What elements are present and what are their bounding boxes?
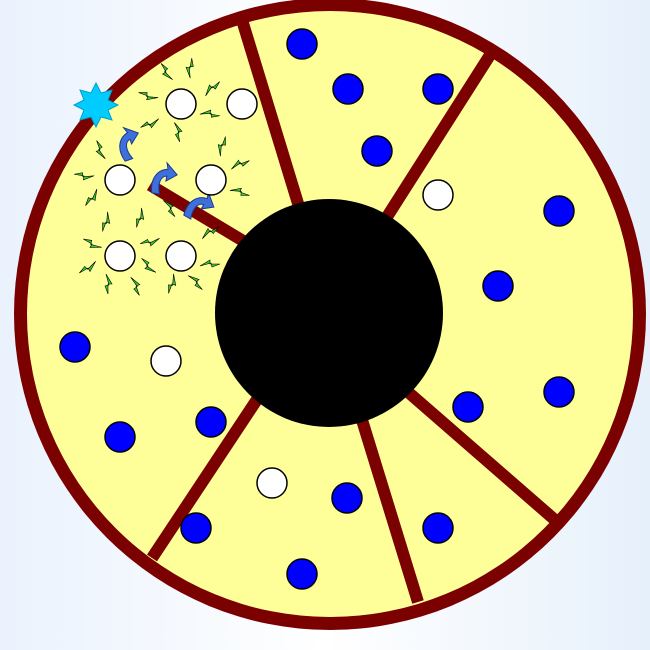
blue-dot [196,407,226,437]
blue-dot [287,29,317,59]
blue-dot [423,74,453,104]
white-dot [105,241,135,271]
blue-dot [333,74,363,104]
blue-dot [483,271,513,301]
blue-dot [362,136,392,166]
white-dot [105,165,135,195]
blue-dot [453,392,483,422]
central-core [215,199,443,427]
blue-dot [105,422,135,452]
blue-dot [332,483,362,513]
white-dot [196,165,226,195]
white-dot [257,468,287,498]
white-dot [423,180,453,210]
blue-dot [423,513,453,543]
blue-dot [544,196,574,226]
blue-dot [544,377,574,407]
blue-dot [60,332,90,362]
blue-dot [181,513,211,543]
white-dot [151,346,181,376]
white-dot [166,89,196,119]
white-dot [166,241,196,271]
white-dot [227,89,257,119]
blue-dot [287,559,317,589]
